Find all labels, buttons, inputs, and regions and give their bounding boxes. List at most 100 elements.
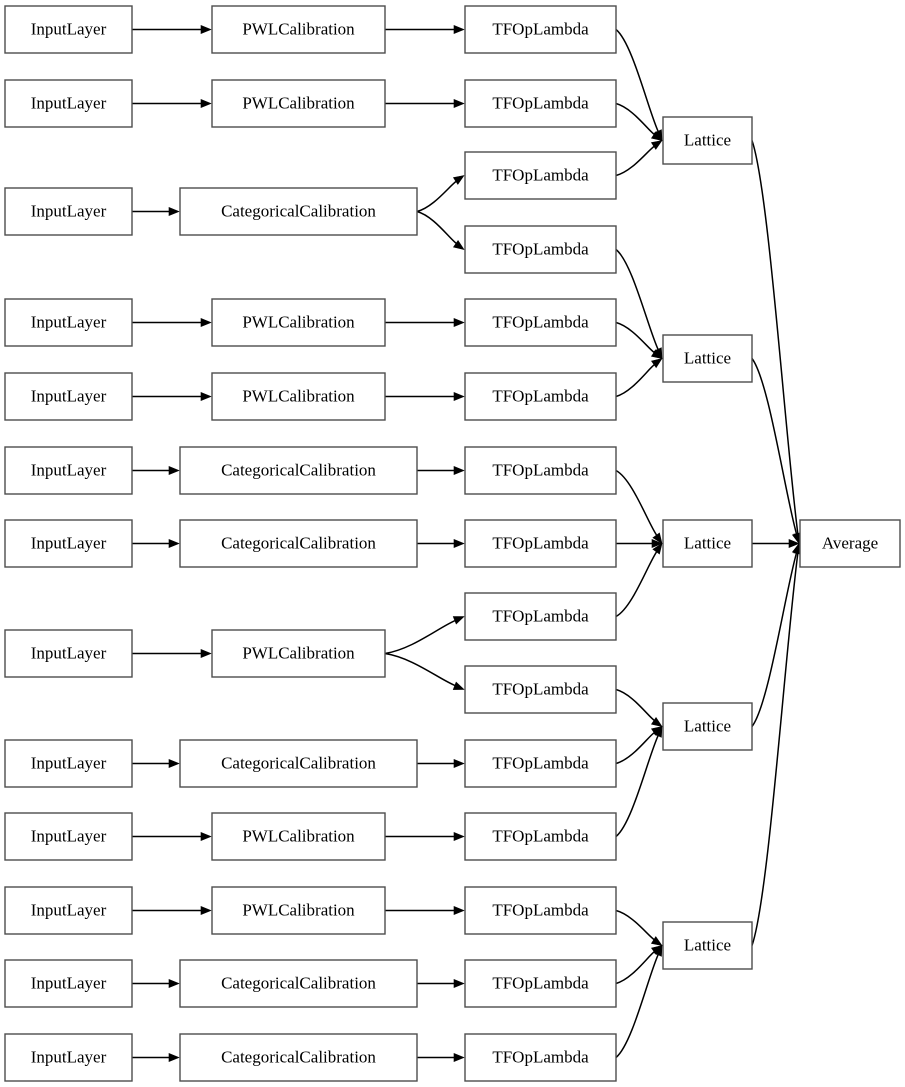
edge-cal11-to-op13 [385,906,465,915]
node-box[interactable] [4,446,133,495]
node-box[interactable] [464,298,617,347]
node-box[interactable] [4,519,133,568]
node-box[interactable] [4,886,133,935]
node-box[interactable] [179,739,418,788]
node-input-layer-in8[interactable]: InputLayer [4,629,133,678]
node-box[interactable] [211,629,386,678]
node-box[interactable] [662,334,753,383]
node-box[interactable] [4,812,133,861]
node-tfop-lambda-op9[interactable]: TFOpLambda [464,592,617,641]
node-box[interactable] [4,5,133,54]
node-box[interactable] [4,1033,133,1082]
node-box[interactable] [179,959,418,1008]
node-lattice-lat5[interactable]: Lattice [662,921,753,970]
node-box[interactable] [464,886,617,935]
node-pwlcalibration-cal1[interactable]: PWLCalibration [211,5,386,54]
node-box[interactable] [179,187,418,236]
node-tfop-lambda-op15[interactable]: TFOpLambda [464,1033,617,1082]
node-categorical-calibration-cal13[interactable]: CategoricalCalibration [179,1033,418,1082]
node-box[interactable] [211,5,386,54]
node-tfop-lambda-op8[interactable]: TFOpLambda [464,519,617,568]
edge-in5-to-cal5 [132,392,212,401]
edge-line [615,688,656,722]
node-pwlcalibration-cal10[interactable]: PWLCalibration [211,812,386,861]
node-box[interactable] [464,665,617,714]
node-tfop-lambda-op4[interactable]: TFOpLambda [464,225,617,274]
node-box[interactable] [464,446,617,495]
node-box[interactable] [211,886,386,935]
node-tfop-lambda-op5[interactable]: TFOpLambda [464,298,617,347]
node-box[interactable] [464,151,617,200]
node-box[interactable] [464,519,617,568]
node-box[interactable] [464,5,617,54]
edge-cal4-to-op5 [385,318,465,327]
node-categorical-calibration-cal12[interactable]: CategoricalCalibration [179,959,418,1008]
node-box[interactable] [4,959,133,1008]
node-categorical-calibration-cal6[interactable]: CategoricalCalibration [179,446,418,495]
node-pwlcalibration-cal4[interactable]: PWLCalibration [211,298,386,347]
node-box[interactable] [662,519,753,568]
node-box[interactable] [4,629,133,678]
node-box[interactable] [464,372,617,421]
node-box[interactable] [211,79,386,128]
node-tfop-lambda-op13[interactable]: TFOpLambda [464,886,617,935]
node-box[interactable] [799,519,901,568]
node-box[interactable] [4,298,133,347]
node-box[interactable] [211,812,386,861]
node-box[interactable] [464,225,617,274]
node-box[interactable] [464,592,617,641]
node-input-layer-in2[interactable]: InputLayer [4,79,133,128]
node-pwlcalibration-cal5[interactable]: PWLCalibration [211,372,386,421]
node-box[interactable] [179,446,418,495]
node-box[interactable] [4,187,133,236]
node-box[interactable] [662,702,753,751]
node-tfop-lambda-op3[interactable]: TFOpLambda [464,151,617,200]
node-lattice-lat4[interactable]: Lattice [662,702,753,751]
node-label: PWLCalibration [242,312,355,331]
node-box[interactable] [4,79,133,128]
node-lattice-lat3[interactable]: Lattice [662,519,753,568]
node-pwlcalibration-cal2[interactable]: PWLCalibration [211,79,386,128]
node-input-layer-in10[interactable]: InputLayer [4,812,133,861]
node-categorical-calibration-cal3[interactable]: CategoricalCalibration [179,187,418,236]
node-input-layer-in7[interactable]: InputLayer [4,519,133,568]
node-input-layer-in4[interactable]: InputLayer [4,298,133,347]
node-input-layer-in6[interactable]: InputLayer [4,446,133,495]
node-tfop-lambda-op6[interactable]: TFOpLambda [464,372,617,421]
node-input-layer-in5[interactable]: InputLayer [4,372,133,421]
node-tfop-lambda-op11[interactable]: TFOpLambda [464,739,617,788]
node-lattice-lat2[interactable]: Lattice [662,334,753,383]
node-input-layer-in12[interactable]: InputLayer [4,959,133,1008]
node-tfop-lambda-op1[interactable]: TFOpLambda [464,5,617,54]
node-box[interactable] [662,921,753,970]
node-input-layer-in3[interactable]: InputLayer [4,187,133,236]
node-input-layer-in11[interactable]: InputLayer [4,886,133,935]
node-tfop-lambda-op10[interactable]: TFOpLambda [464,665,617,714]
node-box[interactable] [211,372,386,421]
node-categorical-calibration-cal9[interactable]: CategoricalCalibration [179,739,418,788]
node-tfop-lambda-op12[interactable]: TFOpLambda [464,812,617,861]
node-box[interactable] [4,372,133,421]
node-input-layer-in1[interactable]: InputLayer [4,5,133,54]
node-box[interactable] [464,739,617,788]
node-average-avg[interactable]: Average [799,519,901,568]
node-tfop-lambda-op14[interactable]: TFOpLambda [464,959,617,1008]
node-box[interactable] [179,519,418,568]
node-categorical-calibration-cal7[interactable]: CategoricalCalibration [179,519,418,568]
node-lattice-lat1[interactable]: Lattice [662,116,753,165]
arrowhead-icon [168,466,180,475]
node-input-layer-in13[interactable]: InputLayer [4,1033,133,1082]
node-pwlcalibration-cal11[interactable]: PWLCalibration [211,886,386,935]
node-box[interactable] [211,298,386,347]
node-box[interactable] [464,959,617,1008]
node-pwlcalibration-cal8[interactable]: PWLCalibration [211,629,386,678]
node-box[interactable] [464,812,617,861]
node-tfop-lambda-op7[interactable]: TFOpLambda [464,446,617,495]
node-input-layer-in9[interactable]: InputLayer [4,739,133,788]
node-box[interactable] [464,79,617,128]
node-tfop-lambda-op2[interactable]: TFOpLambda [464,79,617,128]
node-box[interactable] [662,116,753,165]
node-box[interactable] [4,739,133,788]
node-box[interactable] [464,1033,617,1082]
node-box[interactable] [179,1033,418,1082]
